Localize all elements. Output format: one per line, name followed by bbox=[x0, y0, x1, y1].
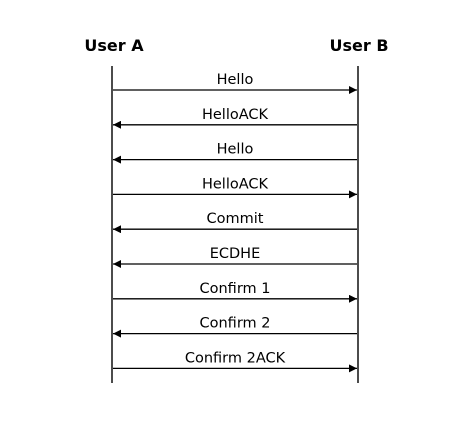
message-label: HelloACK bbox=[202, 107, 269, 123]
message-label: Commit bbox=[207, 211, 264, 227]
message-label: Confirm 2 bbox=[200, 316, 271, 332]
message: Confirm 1 bbox=[113, 281, 357, 303]
participant-label-user-b: User B bbox=[329, 36, 389, 55]
message: Hello bbox=[113, 72, 357, 94]
message-label: Confirm 2ACK bbox=[185, 350, 286, 366]
message: Hello bbox=[113, 142, 357, 164]
message: Confirm 2ACK bbox=[113, 350, 357, 373]
participant-label-user-a: User A bbox=[84, 36, 144, 55]
message-label: HelloACK bbox=[202, 176, 269, 192]
message-label: Hello bbox=[217, 72, 254, 88]
message-label: ECDHE bbox=[210, 246, 261, 262]
message: ECDHE bbox=[113, 246, 357, 268]
message: HelloACK bbox=[113, 176, 357, 199]
message: Confirm 2 bbox=[113, 316, 357, 338]
message: HelloACK bbox=[113, 107, 357, 129]
messages-layer: HelloHelloACKHelloHelloACKCommitECDHECon… bbox=[113, 72, 357, 373]
message-label: Confirm 1 bbox=[200, 281, 271, 297]
message-label: Hello bbox=[217, 142, 254, 158]
message: Commit bbox=[113, 211, 357, 234]
